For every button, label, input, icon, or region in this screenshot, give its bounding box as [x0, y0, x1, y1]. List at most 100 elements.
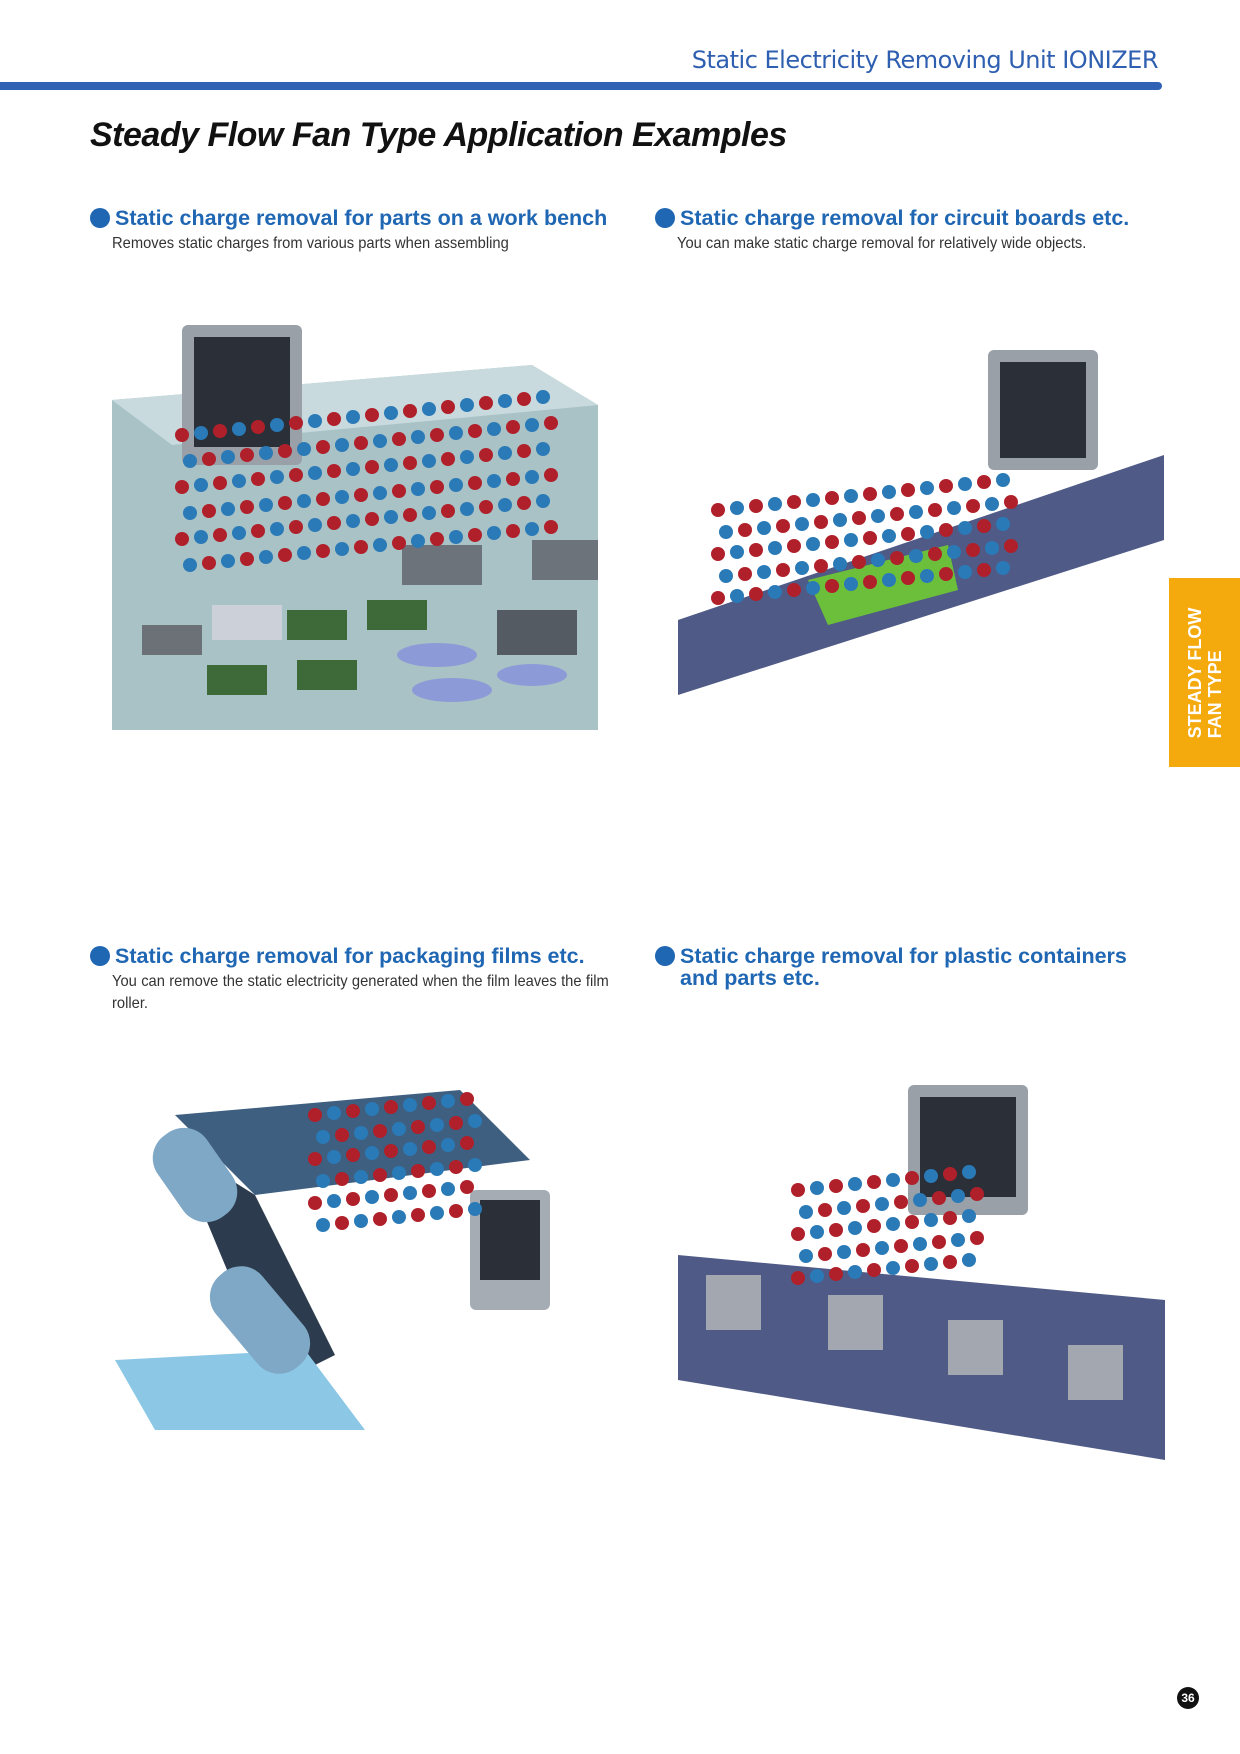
positive-ion-icon — [354, 436, 368, 450]
positive-ion-icon — [977, 519, 991, 533]
negative-ion-icon — [498, 394, 512, 408]
negative-ion-icon — [411, 482, 425, 496]
positive-ion-icon — [327, 464, 341, 478]
positive-ion-icon — [316, 492, 330, 506]
negative-ion-icon — [882, 573, 896, 587]
positive-ion-icon — [829, 1267, 843, 1281]
positive-ion-icon — [441, 400, 455, 414]
positive-ion-icon — [384, 1188, 398, 1202]
negative-ion-icon — [806, 493, 820, 507]
negative-ion-icon — [536, 494, 550, 508]
positive-ion-icon — [411, 1208, 425, 1222]
positive-ion-icon — [468, 528, 482, 542]
negative-ion-icon — [525, 470, 539, 484]
negative-ion-icon — [297, 546, 311, 560]
negative-ion-icon — [403, 1186, 417, 1200]
positive-ion-icon — [890, 507, 904, 521]
negative-ion-icon — [232, 474, 246, 488]
negative-ion-icon — [468, 1202, 482, 1216]
section-packaging-films: Static charge removal for packaging film… — [90, 945, 610, 1015]
negative-ion-icon — [392, 1166, 406, 1180]
positive-ion-icon — [289, 520, 303, 534]
positive-ion-icon — [202, 504, 216, 518]
negative-ion-icon — [498, 498, 512, 512]
negative-ion-icon — [297, 494, 311, 508]
negative-ion-icon — [920, 569, 934, 583]
negative-ion-icon — [882, 529, 896, 543]
positive-ion-icon — [460, 1180, 474, 1194]
negative-ion-icon — [335, 490, 349, 504]
positive-ion-icon — [308, 1196, 322, 1210]
positive-ion-icon — [335, 1172, 349, 1186]
negative-ion-icon — [384, 406, 398, 420]
negative-ion-icon — [221, 450, 235, 464]
positive-ion-icon — [449, 1160, 463, 1174]
negative-ion-icon — [270, 522, 284, 536]
positive-ion-icon — [939, 523, 953, 537]
negative-ion-icon — [487, 422, 501, 436]
positive-ion-icon — [943, 1167, 957, 1181]
heading-text: Static charge removal for plastic contai… — [680, 944, 1127, 990]
section-description: You can remove the static electricity ge… — [112, 973, 609, 1012]
negative-ion-icon — [308, 466, 322, 480]
negative-ion-icon — [365, 1190, 379, 1204]
negative-ion-icon — [985, 541, 999, 555]
positive-ion-icon — [776, 519, 790, 533]
positive-ion-icon — [905, 1259, 919, 1273]
negative-ion-icon — [221, 554, 235, 568]
negative-ion-icon — [373, 486, 387, 500]
positive-ion-icon — [354, 540, 368, 554]
negative-ion-icon — [962, 1165, 976, 1179]
negative-ion-icon — [468, 1158, 482, 1172]
negative-ion-icon — [346, 410, 360, 424]
positive-ion-icon — [327, 516, 341, 530]
positive-ion-icon — [365, 512, 379, 526]
positive-ion-icon — [517, 392, 531, 406]
negative-ion-icon — [525, 522, 539, 536]
positive-ion-icon — [373, 1168, 387, 1182]
negative-ion-icon — [403, 1142, 417, 1156]
negative-ion-icon — [194, 478, 208, 492]
positive-ion-icon — [966, 543, 980, 557]
negative-ion-icon — [871, 509, 885, 523]
positive-ion-icon — [856, 1199, 870, 1213]
negative-ion-icon — [365, 1146, 379, 1160]
positive-ion-icon — [202, 556, 216, 570]
positive-ion-icon — [240, 500, 254, 514]
positive-ion-icon — [240, 448, 254, 462]
positive-ion-icon — [787, 583, 801, 597]
positive-ion-icon — [749, 587, 763, 601]
positive-ion-icon — [825, 491, 839, 505]
negative-ion-icon — [449, 426, 463, 440]
circuit-board-illustration — [678, 350, 1164, 695]
negative-ion-icon — [430, 1118, 444, 1132]
negative-ion-icon — [316, 1218, 330, 1232]
positive-ion-icon — [901, 571, 915, 585]
negative-ion-icon — [194, 530, 208, 544]
negative-ion-icon — [947, 501, 961, 515]
negative-ion-icon — [392, 1210, 406, 1224]
positive-ion-icon — [977, 475, 991, 489]
negative-ion-icon — [810, 1181, 824, 1195]
negative-ion-icon — [403, 1098, 417, 1112]
positive-ion-icon — [411, 1164, 425, 1178]
negative-ion-icon — [985, 497, 999, 511]
positive-ion-icon — [506, 524, 520, 538]
negative-ion-icon — [183, 558, 197, 572]
negative-ion-icon — [354, 1214, 368, 1228]
positive-ion-icon — [776, 563, 790, 577]
positive-ion-icon — [928, 503, 942, 517]
positive-ion-icon — [384, 1100, 398, 1114]
negative-ion-icon — [913, 1193, 927, 1207]
bullet-icon — [90, 946, 110, 966]
positive-ion-icon — [852, 555, 866, 569]
negative-ion-icon — [411, 430, 425, 444]
positive-ion-icon — [278, 444, 292, 458]
positive-ion-icon — [278, 496, 292, 510]
negative-ion-icon — [316, 1174, 330, 1188]
positive-ion-icon — [905, 1215, 919, 1229]
positive-ion-icon — [787, 539, 801, 553]
negative-ion-icon — [875, 1241, 889, 1255]
positive-ion-icon — [818, 1203, 832, 1217]
